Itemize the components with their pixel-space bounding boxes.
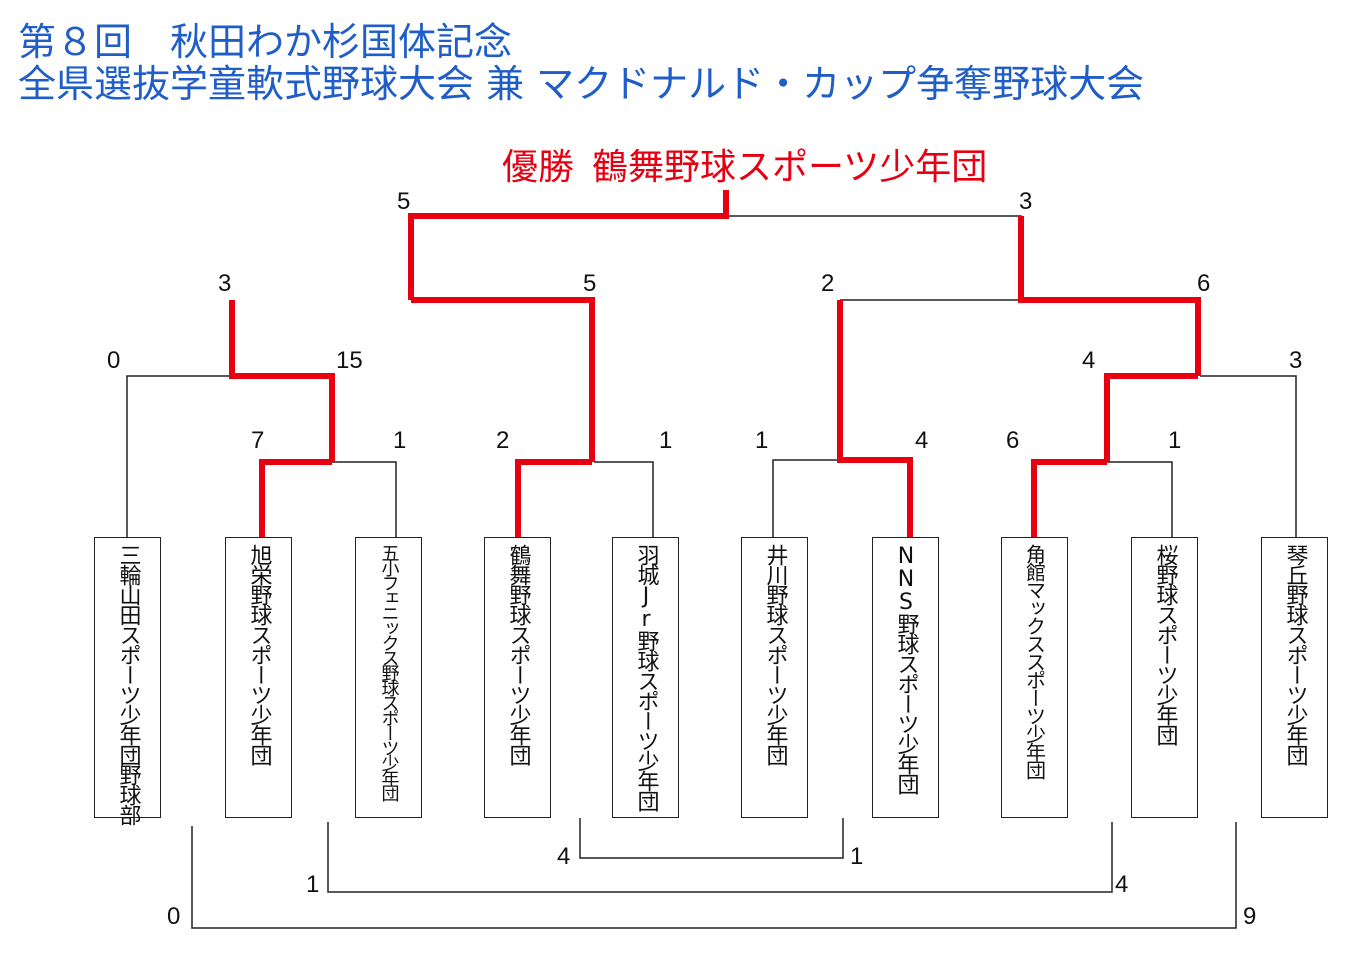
score-sf1-left: 3 <box>218 270 232 297</box>
score-qb-left: 4 <box>1082 347 1096 374</box>
score-qa-right: 15 <box>336 347 363 374</box>
team-name: 琴丘野球スポーツ少年団 <box>1282 544 1308 764</box>
winner-path-r1-2 <box>515 459 592 538</box>
champion-team: 鶴舞野球スポーツ少年団 <box>592 147 988 188</box>
score-r1-3-left: 1 <box>755 427 769 454</box>
score-r1-2-right: 1 <box>659 427 673 454</box>
bracket-qb-right-line <box>1200 375 1297 538</box>
score-r1-2-left: 2 <box>496 427 510 454</box>
tournament-title-line2: 全県選抜学童軟式野球大会 兼 マクドナルド・カップ争奪野球大会 <box>18 62 1145 106</box>
team-box-5: 羽城Jr野球スポーツ少年団 <box>612 537 679 818</box>
bracket-r1-4-right-line <box>1107 461 1173 538</box>
score-r1-4-right: 1 <box>1168 427 1182 454</box>
team-box-4: 鶴舞野球スポーツ少年団 <box>484 537 551 818</box>
team-name: 旭栄野球スポーツ少年団 <box>246 544 272 764</box>
team-name: NNS野球スポーツ少年団 <box>893 544 919 793</box>
team-name: 鶴舞野球スポーツ少年団 <box>505 544 531 764</box>
team-box-1: 三輪山田スポーツ少年団野球部 <box>94 537 161 824</box>
score-cons-mid-right: 4 <box>1115 871 1129 898</box>
bracket-final-right-line <box>726 215 1022 300</box>
champion-label: 優勝 <box>502 147 575 188</box>
team-name: 角館マックススポーツ少年団 <box>1022 544 1047 778</box>
team-name: 三輪山田スポーツ少年団野球部 <box>115 544 141 824</box>
score-r1-4-left: 6 <box>1006 427 1020 454</box>
winner-path-sf1-left <box>837 300 913 538</box>
bracket-r1-3-left-line <box>772 459 840 538</box>
score-r1-1-right: 1 <box>393 427 407 454</box>
team-box-6: 井川野球スポーツ少年団 <box>741 537 808 818</box>
score-cons-inner-right: 1 <box>850 843 864 870</box>
tournament-title-line1: 第８回 秋田わか杉国体記念 <box>18 20 513 64</box>
team-name: 五小フェニックス野球スポーツ少年団 <box>378 544 400 799</box>
winner-path-final <box>408 190 729 300</box>
team-name: 桜野球スポーツ少年団 <box>1152 544 1178 744</box>
score-final-right: 3 <box>1019 188 1033 215</box>
team-name: 井川野球スポーツ少年団 <box>762 544 788 764</box>
bracket-qa-left-line <box>126 375 232 538</box>
team-box-7: NNS野球スポーツ少年団 <box>872 537 939 818</box>
score-cons-outer-right: 9 <box>1243 903 1257 930</box>
consolation-outer-line <box>191 822 1237 929</box>
team-box-2: 旭栄野球スポーツ少年団 <box>225 537 292 818</box>
team-box-3: 五小フェニックス野球スポーツ少年団 <box>355 537 422 818</box>
consolation-mid-line <box>327 822 1113 893</box>
winner-path-sf1 <box>411 297 595 462</box>
team-box-9: 桜野球スポーツ少年団 <box>1131 537 1198 818</box>
team-name: 羽城Jr野球スポーツ少年団 <box>633 544 659 810</box>
score-qb-right: 3 <box>1289 347 1303 374</box>
score-final-left: 5 <box>397 188 411 215</box>
champion-banner: 優勝鶴舞野球スポーツ少年団 <box>502 138 1005 190</box>
score-cons-outer-left: 0 <box>167 903 181 930</box>
consolation-inner-line <box>579 818 844 859</box>
score-sf2-right: 6 <box>1197 270 1211 297</box>
score-sf2-left: 2 <box>821 270 835 297</box>
bracket-r1-2-right-line <box>594 461 654 538</box>
winner-path-r1-1 <box>259 459 332 538</box>
score-sf1-right: 5 <box>583 270 597 297</box>
winner-path-sf2 <box>1018 216 1201 376</box>
winner-path-r1-4 <box>1031 459 1107 538</box>
score-r1-3-right: 4 <box>915 427 929 454</box>
team-box-8: 角館マックススポーツ少年団 <box>1001 537 1068 818</box>
score-qa-left: 0 <box>107 347 121 374</box>
score-cons-mid-left: 1 <box>306 871 320 898</box>
score-cons-inner-left: 4 <box>557 843 571 870</box>
score-r1-1-left: 7 <box>251 427 265 454</box>
winner-path-qb <box>1104 373 1198 462</box>
winner-path-qa <box>229 300 335 462</box>
team-box-10: 琴丘野球スポーツ少年団 <box>1261 537 1328 818</box>
bracket-r1-1-right-line <box>332 461 397 538</box>
